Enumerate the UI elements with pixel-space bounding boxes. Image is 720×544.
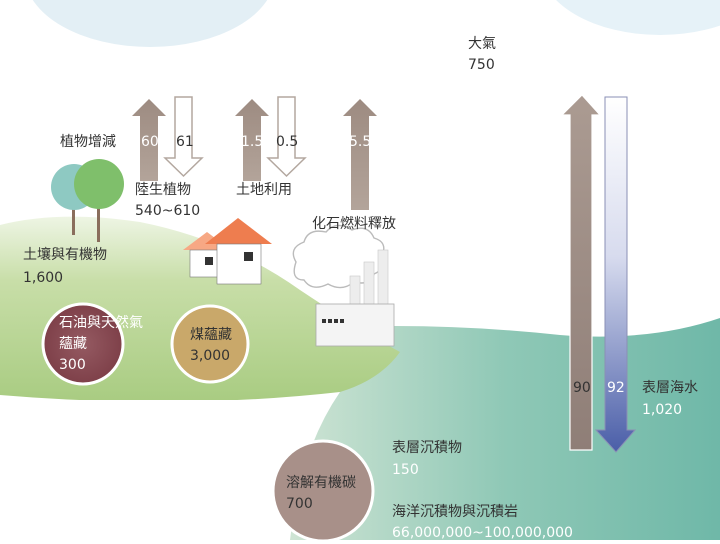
fossil-release-label: 化石燃料釋放: [312, 214, 396, 235]
ocean-uptake-value: 90: [573, 378, 591, 398]
plant-release-value: 61: [176, 132, 194, 152]
dissolved-carbon-label: 溶解有機碳: [286, 473, 356, 494]
plant-uptake-value: 60: [141, 132, 159, 152]
marine-sediment-label: 海洋沉積物與沉積岩: [392, 502, 518, 523]
oil-gas-label-line2: 蘊藏: [59, 334, 87, 355]
land-plants-value: 540~610: [135, 201, 200, 222]
oil-gas-value: 300: [59, 355, 86, 376]
dissolved-carbon-value: 700: [286, 494, 313, 515]
fossil-release-value: 5.5: [349, 132, 371, 152]
atmosphere-label: 大氣: [468, 34, 496, 55]
atmosphere-value: 750: [468, 55, 495, 76]
land-use-down-value: 0.5: [276, 132, 298, 152]
land-plants-label: 陸生植物: [135, 180, 191, 201]
coal-value: 3,000: [190, 346, 230, 367]
oil-gas-label-line1: 石油與天然氣: [59, 313, 143, 334]
ocean-release-value: 92: [607, 378, 625, 398]
surface-sediment-label: 表層沉積物: [392, 438, 462, 459]
coal-label: 煤蘊藏: [190, 325, 232, 346]
soil-label: 土壤與有機物: [23, 245, 107, 266]
land-use-label: 土地利用: [236, 180, 292, 201]
surface-ocean-value: 1,020: [642, 400, 682, 421]
sky-cloud-left: [25, 0, 275, 47]
fossil-release-arrow: [343, 99, 377, 210]
soil-value: 1,600: [23, 268, 63, 289]
surface-sediment-value: 150: [392, 460, 419, 481]
surface-ocean-label: 表層海水: [642, 378, 698, 399]
marine-sediment-value: 66,000,000~100,000,000: [392, 523, 573, 544]
house-icon: [183, 218, 272, 284]
sky-cloud-right: [540, 0, 720, 35]
land-use-up-value: 1.5: [241, 132, 263, 152]
plant-change-label: 植物增減: [60, 132, 116, 153]
